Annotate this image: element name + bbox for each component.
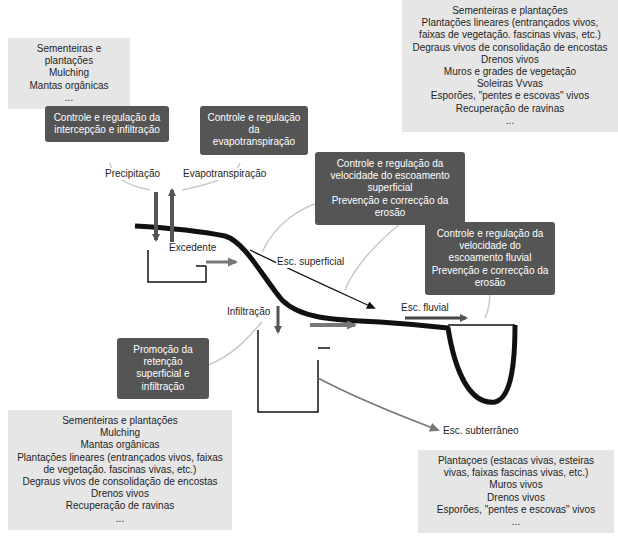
measure-item: Degraus vivos de consolidação de encosta…: [408, 42, 612, 54]
measure-item: Plantaçoes (estacas vivas, esteiras viva…: [424, 455, 608, 479]
function-text: Prevenção e correcção da erosão: [431, 265, 549, 289]
function-box: Promoção da retenção superficial e infil…: [117, 338, 209, 399]
measure-item: Sementeiras e plantações: [14, 415, 226, 427]
measure-item: Drenos vivos: [408, 54, 612, 66]
infiltration-arrow: [277, 306, 280, 332]
measure-item: Sementeiras e plantações: [408, 5, 612, 17]
measure-item: Plantações lineares (entrançados vivos, …: [14, 452, 226, 476]
measure-item: Muros e grades de vegetação: [408, 66, 612, 78]
function-box: Controle e regulação da velocidade do es…: [315, 152, 465, 225]
function-box: Controle e regulação da velocidade do es…: [425, 222, 555, 295]
evapotranspiration-arrow: [170, 190, 174, 244]
flow-label: Excedente: [168, 242, 217, 254]
function-box: Controle e regulação da intercepção e in…: [45, 106, 169, 142]
measure-item: Mantas orgânicas: [14, 80, 124, 92]
measure-item: ...: [424, 516, 608, 528]
function-text: Controle e regulação da velocidade do es…: [431, 228, 549, 265]
measure-item: ...: [408, 115, 612, 127]
surplus-arrow: [206, 261, 236, 264]
function-text: Controle e regulação da evapotranspiraçã…: [206, 112, 302, 149]
measure-item: Soleiras Vvvas: [408, 78, 612, 90]
water-surface: [448, 324, 515, 326]
flow-label: Precipitação: [104, 168, 161, 180]
measure-item: Sementeiras e plantações: [14, 43, 124, 67]
flow-label: Infiltração: [226, 306, 271, 318]
measure-item: Degraus vivos de consolidação de encosta…: [14, 476, 226, 488]
measure-item: Recuperação de ravinas: [14, 500, 226, 512]
measure-item: ...: [14, 513, 226, 525]
measure-item: Muros vivos: [424, 479, 608, 491]
interflow-arrow: [310, 323, 355, 327]
measure-item: Esporões, "pentes e escovas" vivos: [408, 90, 612, 102]
measures-list: Sementeiras e plantaçõesMulchingMantas o…: [8, 38, 130, 109]
measure-item: Mulching: [14, 67, 124, 79]
measure-item: Plantações lineares (entrançados vivos, …: [408, 17, 612, 41]
stream-flow-arrow: [405, 317, 466, 320]
measures-list: Sementeiras e plantaçõesPlantações linea…: [402, 0, 618, 132]
precipitation-arrow: [154, 192, 158, 240]
function-text: Controle e regulação da velocidade do es…: [321, 158, 459, 195]
flow-label: Esc. subterrâneo: [442, 425, 520, 437]
measure-item: Mantas orgânicas: [14, 439, 226, 451]
measure-item: Drenos vivos: [424, 492, 608, 504]
flow-label: Esc. superficial: [276, 256, 345, 268]
measure-item: Mulching: [14, 427, 226, 439]
flow-label: Esc. fluvial: [400, 302, 450, 314]
measure-item: Esporões, "pentes e escovas" vivos: [424, 504, 608, 516]
surface-runoff-arrow: [250, 250, 374, 308]
flow-label: Evapotranspiração: [182, 168, 267, 180]
measure-item: Drenos vivos: [14, 488, 226, 500]
measure-item: Recuperação de ravinas: [408, 103, 612, 115]
function-text: Prevenção e correcção da erosão: [321, 195, 459, 219]
function-text: Promoção da retenção superficial e infil…: [123, 344, 203, 393]
measures-list: Sementeiras e plantaçõesMulchingMantas o…: [8, 410, 232, 530]
function-text: Controle e regulação da intercepção e in…: [51, 112, 163, 136]
measures-list: Plantaçoes (estacas vivas, esteiras viva…: [418, 450, 614, 533]
groundwater-flow-arrow: [318, 378, 438, 430]
function-box: Controle e regulação da evapotranspiraçã…: [200, 106, 308, 155]
measure-item: ...: [14, 92, 124, 104]
